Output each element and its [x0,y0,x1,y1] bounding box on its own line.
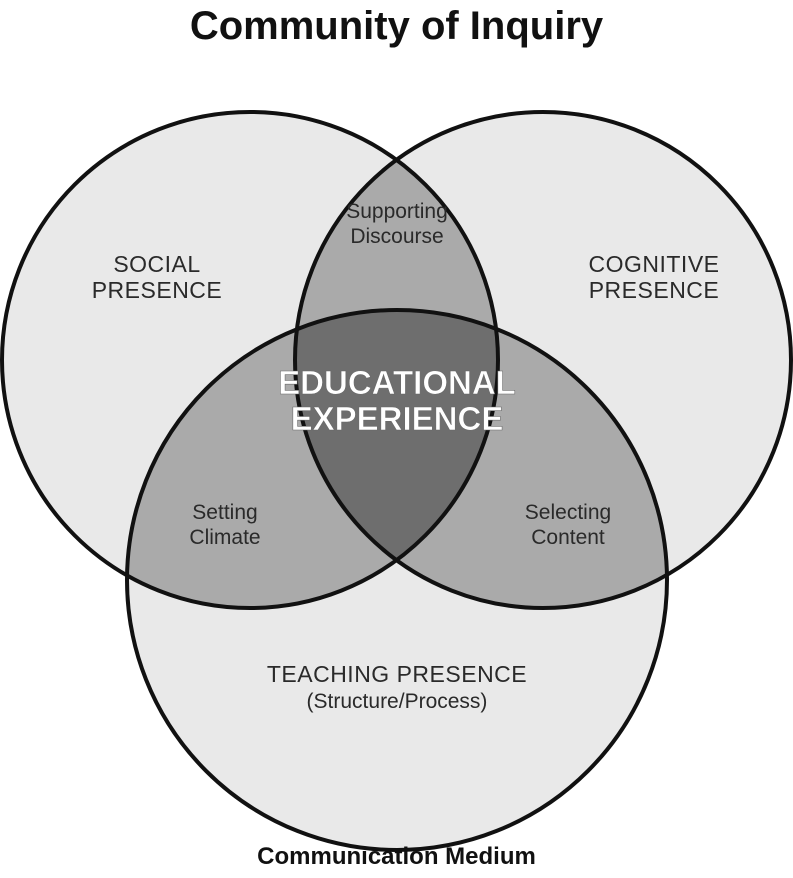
cognitive-presence-outline [293,110,793,610]
setting-climate-label-line2: Climate [189,526,260,549]
educational-experience-label-line2: EXPERIENCE [291,400,504,437]
diagram-title: Community of Inquiry [189,4,604,48]
teaching-presence-outline [125,308,669,852]
cognitive-presence-label-line1: COGNITIVE [588,251,719,277]
selecting-content-label-line2: Content [531,526,605,549]
teaching-presence-label-line1: TEACHING PRESENCE [267,661,527,687]
communication-medium-label: Communication Medium [257,843,536,870]
supporting-discourse-label-line1: Supporting [346,200,448,223]
social-presence-label-line2: PRESENCE [92,277,223,303]
social-presence-outline [0,110,500,610]
supporting-discourse-label-line2: Discourse [350,225,443,248]
selecting-content-label-line1: Selecting [525,501,611,524]
cognitive-presence-label-line2: PRESENCE [589,277,720,303]
setting-climate-label-line1: Setting [192,501,257,524]
teaching-presence-label-line2: (Structure/Process) [307,690,488,713]
social-presence-label-line1: SOCIAL [113,251,200,277]
educational-experience-label-line1: EDUCATIONAL [278,364,516,401]
